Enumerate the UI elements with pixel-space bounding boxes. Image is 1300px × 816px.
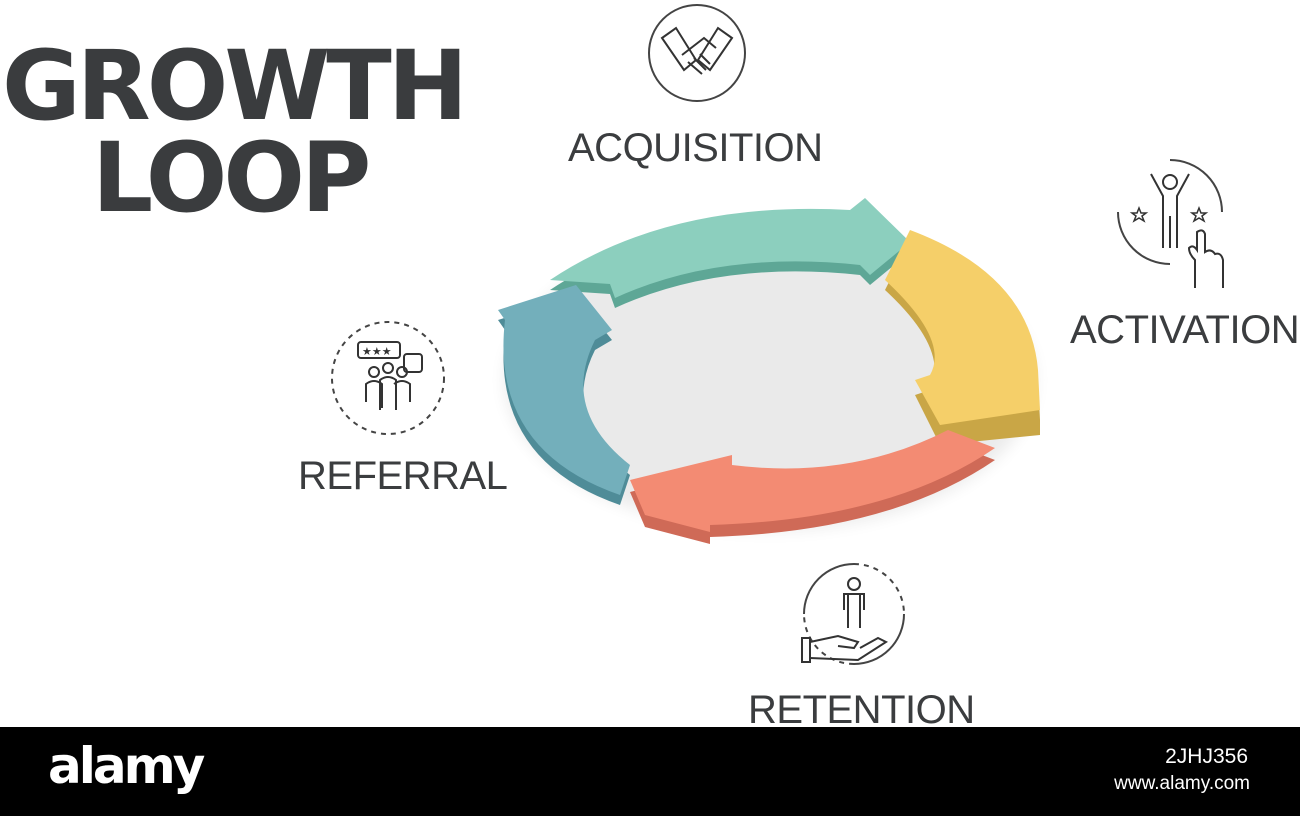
referral-icon-group: ★★★: [328, 318, 448, 443]
svg-text:★★★: ★★★: [362, 345, 392, 358]
referral-label: REFERRAL: [298, 454, 508, 498]
title-line-1: GROWTH: [2, 30, 468, 142]
site-url[interactable]: www.alamy.com: [1114, 773, 1250, 794]
acquisition-label: ACQUISITION: [568, 126, 823, 170]
retention-icon-group: [798, 560, 910, 675]
title-line-2: LOOP: [92, 122, 371, 234]
page-title: GROWTH LOOP: [0, 30, 468, 234]
acquisition-icon-group: [644, 0, 750, 111]
watermark-footer: alamy 2JHJ356 www.alamy.com: [0, 727, 1300, 816]
hand-holding-person-icon: [801, 563, 905, 665]
group-rating-bubble-icon: ★★★: [331, 321, 445, 435]
brand-logo: alamy: [48, 737, 205, 795]
handshake-icon: [648, 4, 746, 102]
retention-label: RETENTION: [748, 688, 975, 732]
image-id: 2JHJ356: [1165, 745, 1248, 768]
activation-label: ACTIVATION: [1070, 308, 1300, 352]
growth-loop-diagram: [498, 198, 1040, 544]
acquisition-arrow: [550, 198, 910, 308]
activation-icon-group: [1115, 156, 1229, 295]
retention-arrow: [630, 430, 995, 544]
activation-arrow: [885, 230, 1040, 445]
referral-arrow: [498, 285, 630, 505]
celebrating-person-click-icon: [1117, 159, 1224, 288]
